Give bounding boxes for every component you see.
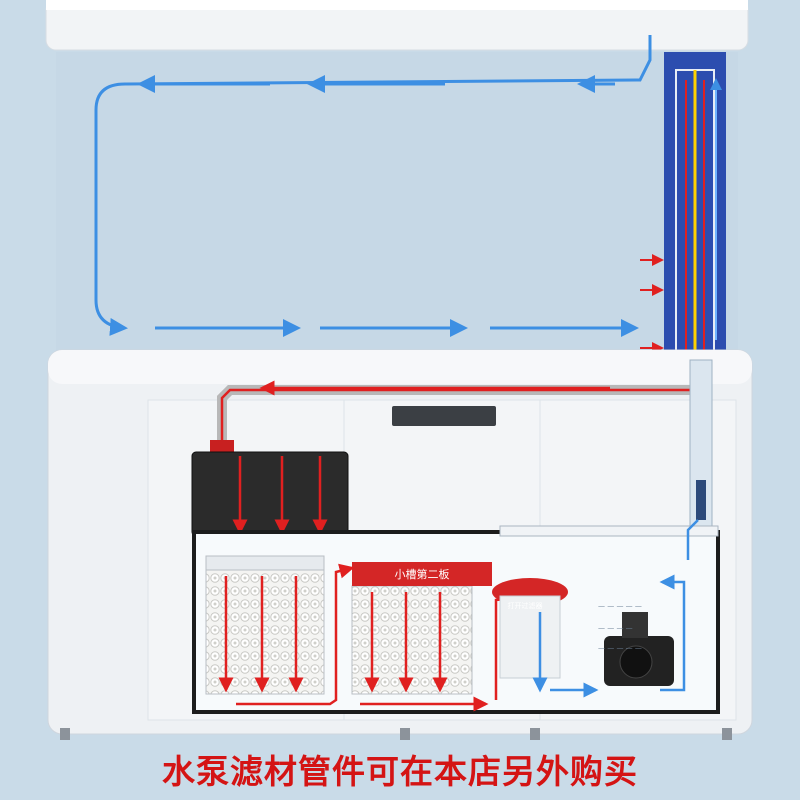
filter-media-left	[205, 569, 325, 695]
sump-lid	[352, 562, 492, 586]
cabinet-handle	[392, 406, 496, 426]
sump-lid-label: 小槽第二板	[395, 567, 450, 581]
chamber-tag: 打开过滤器	[508, 601, 543, 610]
drip-tray	[191, 451, 349, 537]
pump-icon	[604, 612, 674, 686]
tank-glass	[56, 52, 738, 352]
filter-media-right	[351, 585, 473, 695]
svg-text:— — — — —: — — — — —	[598, 602, 642, 610]
caption: 水泵滤材管件可在本店另外购买	[162, 752, 638, 791]
svg-text:— — — — —: — — — — —	[598, 644, 642, 652]
clean-water-flow	[94, 35, 652, 337]
svg-text:— — — —: — — — —	[598, 624, 633, 632]
tank-lid	[45, 0, 749, 51]
